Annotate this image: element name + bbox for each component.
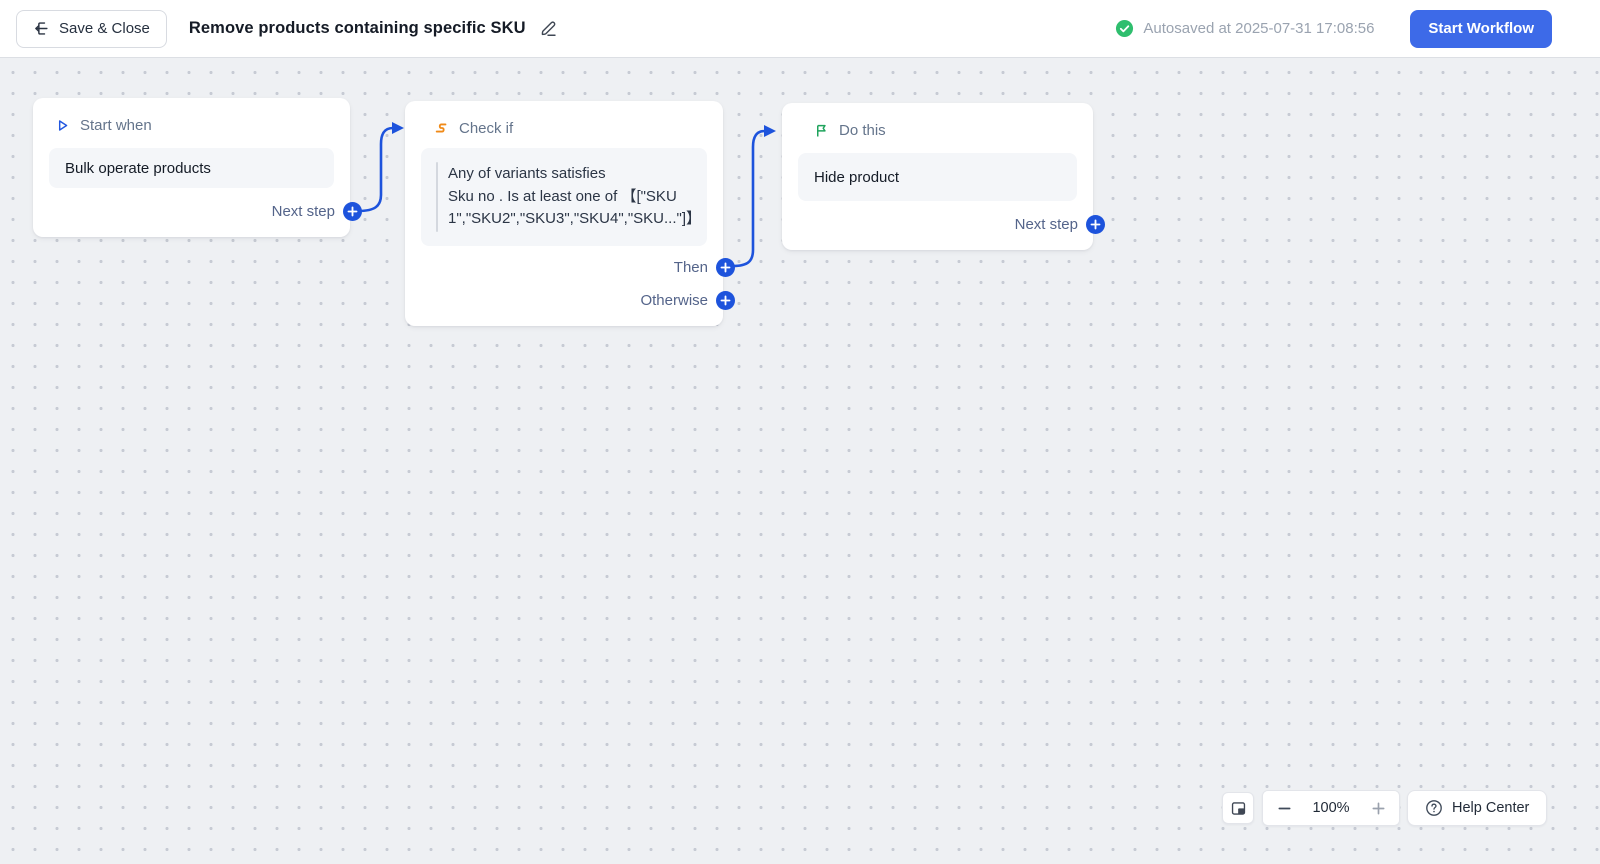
trigger-event-field[interactable]: Bulk operate products (49, 148, 334, 188)
help-center-button[interactable]: Help Center (1407, 790, 1548, 826)
next-step-row: Next step (798, 215, 1105, 234)
zoom-out-button[interactable] (1263, 791, 1305, 825)
pencil-icon (539, 19, 558, 38)
start-workflow-button[interactable]: Start Workflow (1410, 9, 1552, 48)
edge-trigger-to-condition (356, 126, 395, 213)
save-close-label: Save & Close (59, 20, 150, 37)
fit-view-icon (1230, 800, 1247, 817)
exit-left-icon (33, 20, 50, 37)
edit-title-button[interactable] (537, 17, 560, 40)
help-center-label: Help Center (1452, 800, 1530, 816)
condition-card-header: Check if (421, 117, 707, 139)
then-label: Then (673, 258, 708, 276)
add-next-step-button[interactable] (1086, 215, 1105, 234)
action-card-title: Do this (839, 121, 886, 139)
condition-line-1: Any of variants satisfies (448, 165, 606, 182)
then-row: Then (421, 257, 735, 277)
autosave-status: Autosaved at 2025-07-31 17:08:56 (1115, 19, 1374, 38)
next-step-row: Next step (49, 202, 362, 221)
condition-card[interactable]: Check if Any of variants satisfies Sku n… (405, 101, 735, 326)
otherwise-row: Otherwise (421, 290, 735, 310)
flag-icon (814, 123, 829, 138)
condition-line-2: Sku no . Is at least one of 【["SKU 1","S… (448, 187, 702, 228)
question-circle-icon (1425, 799, 1443, 817)
add-then-step-button[interactable] (716, 257, 735, 277)
condition-card-title: Check if (459, 119, 514, 137)
play-icon (55, 118, 70, 133)
action-card-header: Do this (798, 119, 1077, 141)
workflow-title: Remove products containing specific SKU (188, 19, 526, 37)
condition-summary[interactable]: Any of variants satisfies Sku no . Is at… (421, 148, 707, 246)
zoom-in-button[interactable] (1357, 791, 1399, 825)
edge-arrowhead (764, 125, 776, 137)
trigger-card[interactable]: Start when Bulk operate products Next st… (33, 98, 362, 237)
zoom-level: 100% (1312, 800, 1350, 816)
edge-then-to-action (731, 129, 767, 268)
otherwise-label: Otherwise (640, 291, 708, 309)
fit-view-button[interactable] (1222, 792, 1254, 824)
plus-icon (1371, 801, 1386, 816)
action-field[interactable]: Hide product (798, 153, 1077, 201)
next-step-label: Next step (271, 203, 335, 220)
trigger-card-title: Start when (80, 116, 152, 134)
edge-arrowhead (392, 122, 404, 134)
zoom-controls: 100% (1262, 790, 1400, 826)
action-card[interactable]: Do this Hide product Next step (782, 103, 1105, 250)
workflow-canvas[interactable]: Start when Bulk operate products Next st… (0, 58, 1600, 864)
topbar: Save & Close Remove products containing … (0, 0, 1600, 58)
save-close-button[interactable]: Save & Close (16, 9, 167, 48)
next-step-label: Next step (1014, 216, 1078, 233)
autosave-text: Autosaved at 2025-07-31 17:08:56 (1143, 20, 1375, 37)
add-otherwise-step-button[interactable] (716, 290, 735, 310)
minus-icon (1277, 801, 1292, 816)
check-circle-icon (1115, 19, 1134, 38)
workflow-title-group: Remove products containing specific SKU (189, 17, 560, 40)
add-next-step-button[interactable] (343, 202, 362, 221)
branch-icon (433, 120, 449, 136)
trigger-card-header: Start when (49, 114, 334, 136)
